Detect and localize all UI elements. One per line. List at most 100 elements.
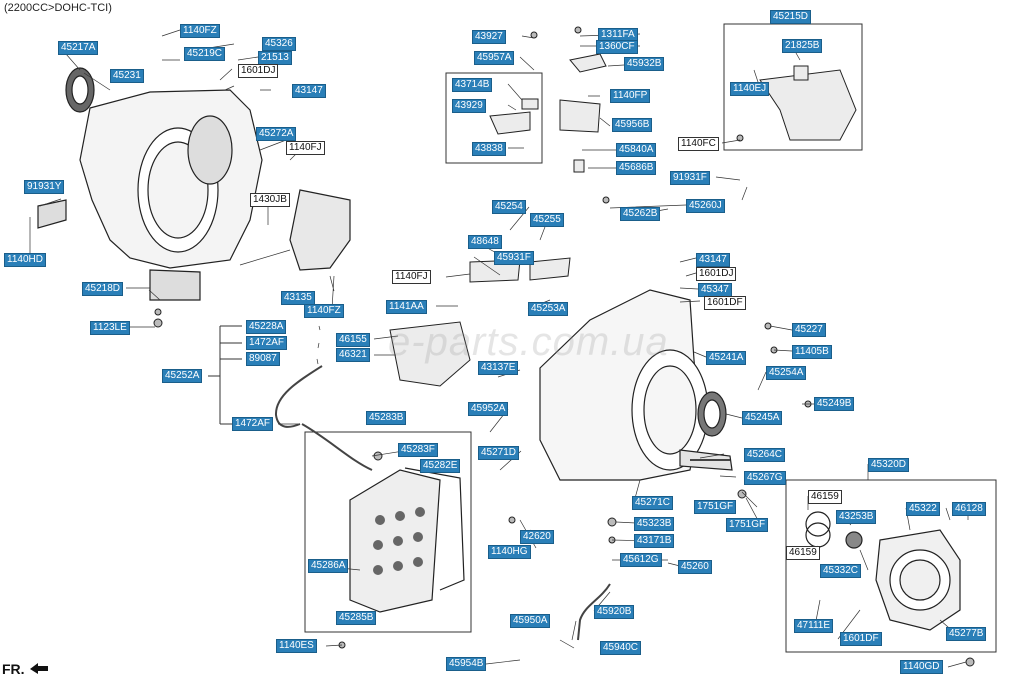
part-callout-45254a[interactable]: 45254A <box>766 366 807 380</box>
part-callout-46321[interactable]: 46321 <box>336 348 370 362</box>
part-callout-45323b[interactable]: 45323B <box>634 517 675 531</box>
part-callout-43135[interactable]: 43135 <box>281 291 315 305</box>
part-callout-45252a[interactable]: 45252A <box>162 369 203 383</box>
part-callout-45332c[interactable]: 45332C <box>820 564 862 578</box>
part-callout-45285b[interactable]: 45285B <box>336 611 377 625</box>
part-callout-43929[interactable]: 43929 <box>452 99 486 113</box>
part-callout-45840a[interactable]: 45840A <box>616 143 657 157</box>
group-box-45320d <box>785 479 997 653</box>
part-callout-45286a[interactable]: 45286A <box>308 559 349 573</box>
part-callout-45952a[interactable]: 45952A <box>468 402 509 416</box>
part-callout-45283b[interactable]: 45283B <box>366 411 407 425</box>
part-callout-1140fz[interactable]: 1140FZ <box>180 24 220 38</box>
part-callout-45264c[interactable]: 45264C <box>744 448 786 462</box>
part-callout-1601df[interactable]: 1601DF <box>840 632 882 646</box>
part-callout-46155[interactable]: 46155 <box>336 333 370 347</box>
part-callout-1140hd[interactable]: 1140HD <box>4 253 46 267</box>
part-callout-43171b[interactable]: 43171B <box>634 534 675 548</box>
part-callout-43253b[interactable]: 43253B <box>836 510 877 524</box>
part-callout-45931f[interactable]: 45931F <box>494 251 534 265</box>
part-callout-45282e[interactable]: 45282E <box>420 459 461 473</box>
part-callout-46159[interactable]: 46159 <box>786 546 820 560</box>
part-callout-45260[interactable]: 45260 <box>678 560 712 574</box>
part-callout-1601dj[interactable]: 1601DJ <box>696 267 737 281</box>
part-callout-43838[interactable]: 43838 <box>472 142 506 156</box>
part-callout-89087[interactable]: 89087 <box>246 352 280 366</box>
part-callout-45215d[interactable]: 45215D <box>770 10 812 24</box>
part-callout-45277b[interactable]: 45277B <box>946 627 987 641</box>
part-callout-43147[interactable]: 43147 <box>292 84 326 98</box>
engine-variant-header: (2200CC>DOHC-TCI) <box>4 2 112 14</box>
part-callout-1601df[interactable]: 1601DF <box>704 296 746 310</box>
part-callout-1123le[interactable]: 1123LE <box>90 321 130 335</box>
part-callout-1140fj[interactable]: 1140FJ <box>286 141 325 155</box>
part-callout-1140fz[interactable]: 1140FZ <box>304 304 344 318</box>
part-callout-1140ej[interactable]: 1140EJ <box>730 82 770 96</box>
part-callout-1140fc[interactable]: 1140FC <box>678 137 719 151</box>
part-callout-45249b[interactable]: 45249B <box>814 397 855 411</box>
part-callout-45218d[interactable]: 45218D <box>82 282 124 296</box>
part-callout-1751gf[interactable]: 1751GF <box>726 518 769 532</box>
part-callout-45347[interactable]: 45347 <box>698 283 732 297</box>
part-callout-47111e[interactable]: 47111E <box>794 619 833 633</box>
part-callout-45231[interactable]: 45231 <box>110 69 144 83</box>
part-callout-1140es[interactable]: 1140ES <box>276 639 317 653</box>
part-callout-1472af[interactable]: 1472AF <box>232 417 274 431</box>
part-callout-45271d[interactable]: 45271D <box>478 446 520 460</box>
part-callout-45920b[interactable]: 45920B <box>594 605 635 619</box>
part-callout-45940c[interactable]: 45940C <box>600 641 642 655</box>
part-callout-1141aa[interactable]: 1141AA <box>386 300 427 314</box>
part-callout-45686b[interactable]: 45686B <box>616 161 657 175</box>
part-callout-1140hg[interactable]: 1140HG <box>488 545 531 559</box>
part-callout-1601dj[interactable]: 1601DJ <box>238 64 279 78</box>
part-callout-43137e[interactable]: 43137E <box>478 361 519 375</box>
part-callout-1140fp[interactable]: 1140FP <box>610 89 651 103</box>
part-callout-43147[interactable]: 43147 <box>696 253 730 267</box>
part-callout-45241a[interactable]: 45241A <box>706 351 747 365</box>
part-callout-45255[interactable]: 45255 <box>530 213 564 227</box>
part-callout-42620[interactable]: 42620 <box>520 530 554 544</box>
front-direction-label: FR. <box>2 661 25 677</box>
part-callout-43927[interactable]: 43927 <box>472 30 506 44</box>
part-callout-48648[interactable]: 48648 <box>468 235 502 249</box>
part-callout-45326[interactable]: 45326 <box>262 37 296 51</box>
part-callout-91931y[interactable]: 91931Y <box>24 180 65 194</box>
part-callout-45260j[interactable]: 45260J <box>686 199 725 213</box>
part-callout-1140fj[interactable]: 1140FJ <box>392 270 431 284</box>
part-callout-45254[interactable]: 45254 <box>492 200 526 214</box>
part-callout-21825b[interactable]: 21825B <box>782 39 823 53</box>
part-callout-45253a[interactable]: 45253A <box>528 302 569 316</box>
part-callout-45271c[interactable]: 45271C <box>632 496 674 510</box>
part-callout-45245a[interactable]: 45245A <box>742 411 783 425</box>
part-callout-1360cf[interactable]: 1360CF <box>596 40 638 54</box>
part-callout-45219c[interactable]: 45219C <box>184 47 226 61</box>
part-callout-45956b[interactable]: 45956B <box>612 118 653 132</box>
part-callout-1430jb[interactable]: 1430JB <box>250 193 290 207</box>
part-callout-45217a[interactable]: 45217A <box>58 41 99 55</box>
shift-parts-drawing <box>389 53 857 387</box>
part-callout-45227[interactable]: 45227 <box>792 323 826 337</box>
pipes-drawing <box>274 365 730 641</box>
part-callout-1472af[interactable]: 1472AF <box>246 336 288 350</box>
part-callout-45612g[interactable]: 45612G <box>620 553 662 567</box>
part-callout-45957a[interactable]: 45957A <box>474 51 515 65</box>
part-callout-91931f[interactable]: 91931F <box>670 171 710 185</box>
part-callout-1140gd[interactable]: 1140GD <box>900 660 943 674</box>
part-callout-1751gf[interactable]: 1751GF <box>694 500 737 514</box>
part-callout-45267g[interactable]: 45267G <box>744 471 786 485</box>
part-callout-11405b[interactable]: 11405B <box>792 345 832 359</box>
part-callout-45272a[interactable]: 45272A <box>256 127 297 141</box>
part-callout-45932b[interactable]: 45932B <box>624 57 665 71</box>
part-callout-45283f[interactable]: 45283F <box>398 443 438 457</box>
part-callout-46159[interactable]: 46159 <box>808 490 842 504</box>
part-callout-45954b[interactable]: 45954B <box>446 657 487 671</box>
part-callout-45950a[interactable]: 45950A <box>510 614 551 628</box>
part-callout-21513[interactable]: 21513 <box>258 51 292 65</box>
part-callout-46128[interactable]: 46128 <box>952 502 986 516</box>
part-callout-45228a[interactable]: 45228A <box>246 320 287 334</box>
part-callout-45322[interactable]: 45322 <box>906 502 940 516</box>
part-callout-45320d[interactable]: 45320D <box>868 458 910 472</box>
part-callout-45262b[interactable]: 45262B <box>620 207 661 221</box>
part-callout-43714b[interactable]: 43714B <box>452 78 493 92</box>
